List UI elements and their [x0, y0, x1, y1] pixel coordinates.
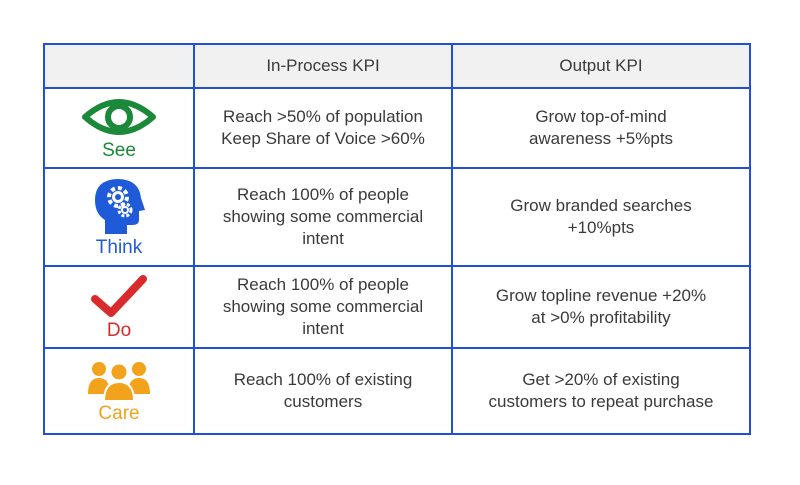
kpi-line: at >0% profitability	[531, 308, 671, 327]
stage-cell-care: Care	[43, 347, 195, 435]
kpi-line: intent	[302, 229, 344, 248]
output-kpi-think: Grow branded searches +10%pts	[451, 167, 751, 267]
kpi-line: Grow topline revenue +20%	[495, 286, 707, 305]
stage-label-do: Do	[106, 320, 132, 341]
in-process-kpi-see: Reach >50% of population Keep Share of V…	[193, 87, 453, 169]
kpi-line: Reach 100% of people	[236, 275, 410, 294]
kpi-line: Reach 100% of existing	[233, 370, 413, 389]
kpi-line: +10%pts	[567, 218, 635, 237]
header-corner	[43, 43, 195, 89]
kpi-line: Reach 100% of people	[236, 185, 410, 204]
checkmark-icon	[91, 275, 147, 317]
header-output-kpi: Output KPI	[451, 43, 751, 89]
header-row: In-Process KPI Output KPI	[43, 43, 751, 89]
in-process-kpi-do: Reach 100% of people showing some commer…	[193, 265, 453, 349]
kpi-line: customers to repeat purchase	[488, 392, 714, 411]
table-row-do: Do Reach 100% of people showing some com…	[43, 265, 751, 349]
kpi-line: Get >20% of existing	[522, 370, 680, 389]
stage-cell-see: See	[43, 87, 195, 169]
table-row-see: See Reach >50% of population Keep Share …	[43, 87, 751, 169]
kpi-line: customers	[283, 392, 363, 411]
head-gears-icon	[95, 179, 145, 234]
in-process-kpi-think: Reach 100% of people showing some commer…	[193, 167, 453, 267]
kpi-line: showing some commercial	[222, 207, 424, 226]
kpi-line: Reach >50% of population	[223, 107, 423, 126]
kpi-table: In-Process KPI Output KPI See Reach >50%…	[43, 43, 751, 435]
in-process-kpi-care: Reach 100% of existing customers	[193, 347, 453, 435]
header-in-process-kpi: In-Process KPI	[193, 43, 453, 89]
stage-cell-think: Think	[43, 167, 195, 267]
kpi-line: Grow branded searches	[510, 196, 692, 215]
kpi-line: Keep Share of Voice >60%	[221, 129, 425, 148]
table-row-care: Care Reach 100% of existing customers Ge…	[43, 347, 751, 435]
output-kpi-do: Grow topline revenue +20% at >0% profita…	[451, 265, 751, 349]
people-group-icon	[88, 362, 150, 402]
kpi-line: Grow top-of-mind	[535, 107, 667, 126]
stage-label-care: Care	[98, 403, 140, 424]
kpi-line: intent	[302, 319, 344, 338]
stage-label-see: See	[102, 140, 136, 161]
output-kpi-care: Get >20% of existing customers to repeat…	[451, 347, 751, 435]
output-kpi-see: Grow top-of-mind awareness +5%pts	[451, 87, 751, 169]
stage-cell-do: Do	[43, 265, 195, 349]
kpi-line: showing some commercial	[222, 297, 424, 316]
stage-label-think: Think	[95, 237, 143, 258]
eye-icon	[82, 99, 156, 135]
kpi-line: awareness +5%pts	[528, 129, 674, 148]
table-row-think: Think Reach 100% of people showing some …	[43, 167, 751, 267]
